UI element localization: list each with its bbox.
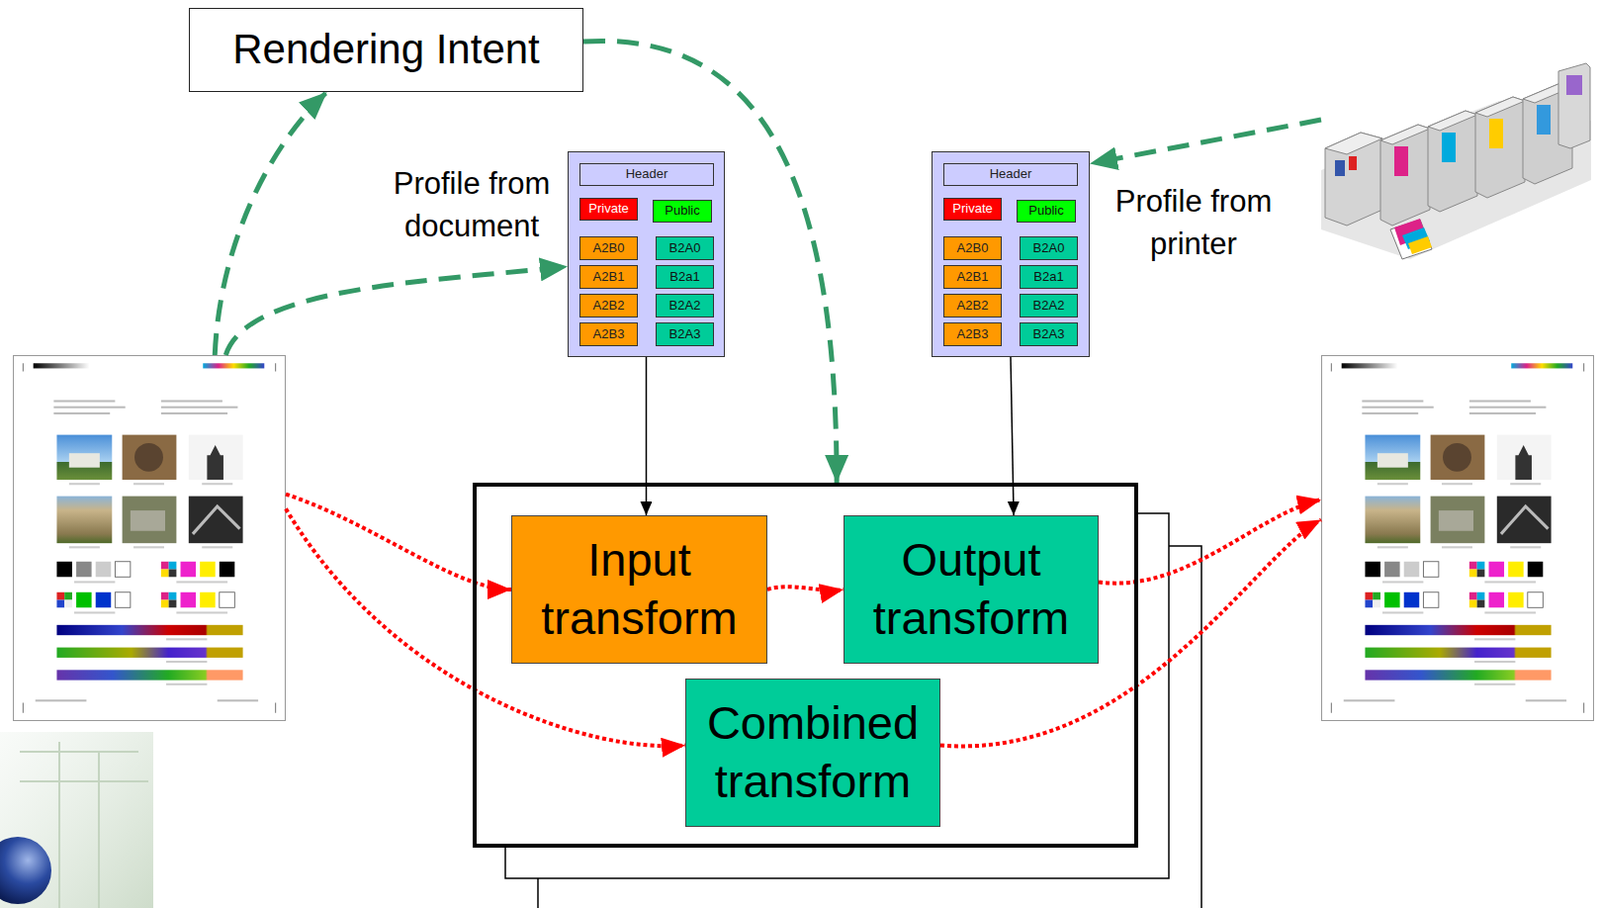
box-label: A2B0 [593, 240, 625, 257]
private-tag: Private [943, 197, 1002, 221]
box-label: A2B2 [957, 297, 989, 314]
source-document-picture [13, 355, 286, 721]
profile-arrow [645, 356, 648, 516]
output-transform: Output transform [843, 515, 1099, 664]
profile-header: Header [943, 163, 1078, 186]
a2b-table: A2B1 [943, 265, 1002, 289]
a2b-table: A2B0 [579, 236, 638, 261]
box-label: B2a1 [1033, 268, 1064, 285]
data-flow-arrow [285, 494, 512, 590]
box-label: Private [588, 200, 628, 217]
input-transform: Input transform [511, 515, 768, 664]
dashed-arrow [1089, 119, 1322, 164]
public-tag: Public [652, 199, 712, 223]
box-label: A2B0 [957, 240, 989, 257]
box-label: Header [625, 166, 669, 182]
logo-watermark [0, 731, 154, 908]
box-label: B2A3 [1033, 326, 1066, 343]
dashed-arrow [225, 266, 568, 356]
public-tag: Public [1016, 199, 1076, 223]
box-label: A2B3 [957, 326, 989, 343]
document-profile: Profile from documentHeaderPrivatePublic… [567, 151, 725, 357]
printer-profile: Profile from printerHeaderPrivatePublicA… [931, 151, 1090, 357]
b2a-table: B2A2 [1019, 293, 1078, 318]
stacked-frames [472, 482, 1202, 908]
box-label: B2A3 [669, 326, 702, 343]
a2b-table: A2B0 [943, 236, 1002, 261]
profile-header: Header [579, 163, 714, 186]
source-document [12, 355, 286, 721]
data-flow-arrow [1098, 499, 1322, 583]
box-label: Header [989, 166, 1033, 182]
box-label: B2A0 [1033, 240, 1066, 257]
a2b-table: A2B3 [579, 322, 638, 347]
b2a-table: B2A3 [1019, 322, 1078, 347]
box-label: Rendering Intent [232, 23, 540, 77]
box-label: B2A2 [669, 297, 702, 314]
box-label: B2A0 [669, 240, 702, 257]
box-label: Public [1028, 202, 1064, 219]
a2b-table: A2B2 [579, 293, 638, 318]
b2a-table: B2A0 [1019, 236, 1078, 261]
box-label: B2A2 [1033, 297, 1066, 314]
box-label: A2B2 [593, 297, 625, 314]
box-label: A2B1 [593, 268, 625, 285]
box-label: A2B1 [957, 268, 989, 285]
box-label: Output transform [844, 531, 1098, 648]
rendering-intent-box: Rendering Intent [188, 7, 584, 92]
b2a-table: B2a1 [1019, 265, 1078, 289]
dashed-arrow [214, 91, 327, 356]
printing-press-picture [1321, 63, 1592, 260]
box-label: Public [664, 202, 700, 219]
b2a-table: B2A3 [655, 322, 714, 347]
combined-transform: Combined transform [685, 678, 941, 827]
private-tag: Private [579, 197, 638, 221]
output-document-picture [1322, 355, 1595, 721]
box-label: Private [952, 200, 992, 217]
b2a-table: B2A0 [655, 236, 714, 261]
b2a-table: B2a1 [655, 265, 714, 289]
profile-arrow [1010, 356, 1014, 516]
a2b-table: A2B2 [943, 293, 1002, 318]
transform-frame: Input transform Output transformCombined … [472, 482, 1139, 848]
profile-heading: Profile from document [382, 162, 561, 249]
output-document [1321, 355, 1595, 721]
data-flow-arrow [767, 586, 844, 591]
profile-heading: Profile from printer [1109, 179, 1278, 267]
box-label: Combined transform [686, 694, 940, 811]
b2a-table: B2A2 [655, 293, 714, 318]
a2b-table: A2B1 [579, 265, 638, 289]
printing-press [1321, 61, 1592, 270]
a2b-table: A2B3 [943, 322, 1002, 347]
box-label: A2B3 [593, 326, 625, 343]
box-label: B2a1 [669, 268, 700, 285]
box-label: Input transform [512, 531, 767, 648]
